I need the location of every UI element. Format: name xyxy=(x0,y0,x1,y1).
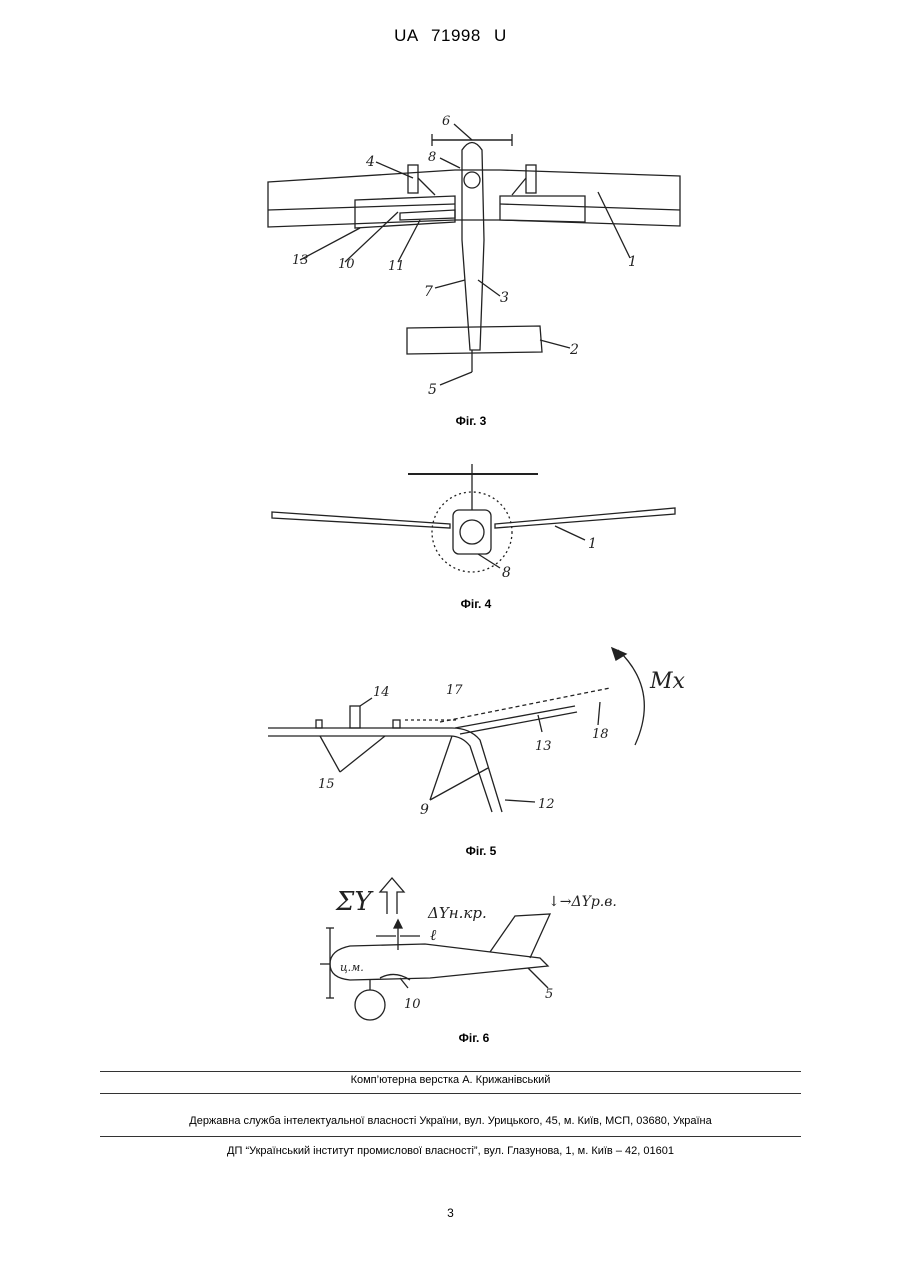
fig3-label-8: 8 xyxy=(428,150,436,165)
footer-rule-top xyxy=(100,1071,801,1072)
fig5-label-13: 13 xyxy=(535,739,552,754)
fig6-label-l: ℓ xyxy=(430,926,436,944)
fig6-label-delta-y-nkr: ΔYн.кр. xyxy=(427,904,487,922)
fig3-label-6: 6 xyxy=(442,114,450,129)
fig5-label-18: 18 xyxy=(592,727,609,742)
footer-rule-middle xyxy=(100,1093,801,1094)
fig5-label-12: 12 xyxy=(538,797,555,812)
fig3-label-10: 10 xyxy=(338,257,355,272)
fig4-label-8: 8 xyxy=(502,565,511,581)
fig3-label-2: 2 xyxy=(569,342,579,358)
fig3-label-5: 5 xyxy=(428,382,437,398)
fig6-label-sum-y: ΣY xyxy=(335,887,374,917)
figure-5-drawing: 14 17 Mx 18 13 15 9 12 xyxy=(0,640,901,840)
figure-3-drawing: 6 8 4 13 10 11 1 7 3 2 5 xyxy=(0,0,901,420)
fig6-label-delta-y-rv: ↓→ΔYр.в. xyxy=(548,894,617,910)
figure-6-caption: Фіг. 6 xyxy=(374,1031,574,1045)
footer-agency: Державна служба інтелектуальної власност… xyxy=(0,1115,901,1127)
fig6-label-10: 10 xyxy=(404,997,421,1012)
page-number: 3 xyxy=(0,1206,901,1220)
fig3-label-3: 3 xyxy=(500,290,509,306)
fig6-label-5: 5 xyxy=(545,987,553,1002)
fig4-label-1: 1 xyxy=(588,536,597,552)
fig3-label-7: 7 xyxy=(424,284,433,300)
fig3-label-11: 11 xyxy=(388,259,405,274)
figure-4-drawing: 1 8 xyxy=(0,440,901,610)
fig5-label-mx: Mx xyxy=(649,669,686,694)
figure-5-caption: Фіг. 5 xyxy=(381,844,581,858)
fig6-label-cm: ц.м. xyxy=(340,961,364,974)
fig3-label-4: 4 xyxy=(365,154,375,170)
figure-6-drawing: ΣY ΔYн.кр. ↓→ΔYр.в. ℓ ц.м. 10 5 xyxy=(0,870,901,1030)
fig3-label-1: 1 xyxy=(628,254,637,270)
figure-3-caption: Фіг. 3 xyxy=(371,414,571,428)
footer-rule-bottom xyxy=(100,1136,801,1137)
footer-layout-credit: Комп’ютерна верстка А. Крижанівський xyxy=(0,1074,901,1086)
fig3-label-13: 13 xyxy=(292,253,309,268)
fig5-label-17: 17 xyxy=(446,683,463,698)
fig5-label-15: 15 xyxy=(318,777,335,792)
footer-institute: ДП “Український інститут промислової вла… xyxy=(0,1145,901,1157)
fig5-label-9: 9 xyxy=(420,802,429,818)
fig5-label-14: 14 xyxy=(373,685,390,700)
figure-4-caption: Фіг. 4 xyxy=(376,597,576,611)
